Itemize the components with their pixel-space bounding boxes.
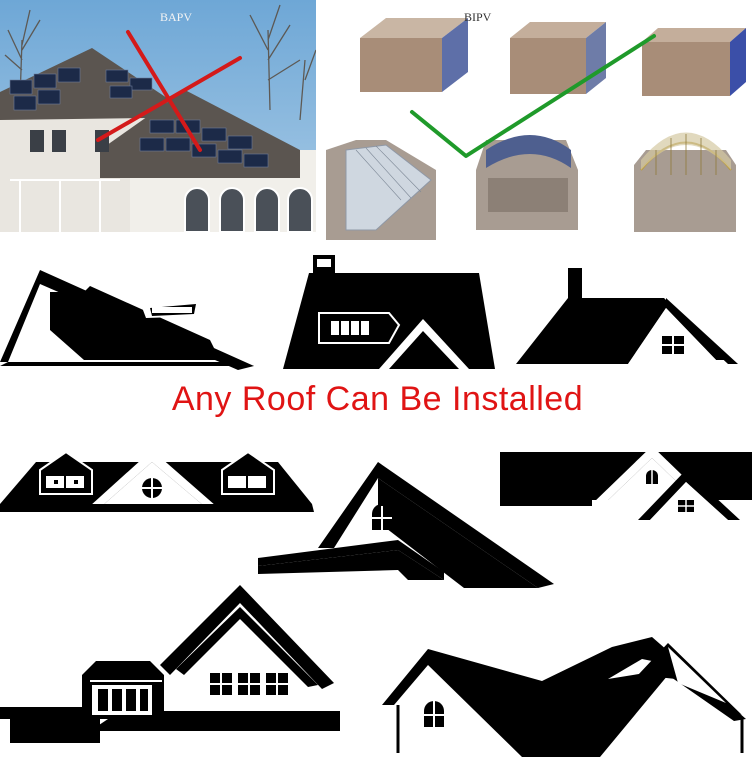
bipv-structure-2 [476,135,578,230]
bipv-box-2 [510,22,606,94]
roof-cross-gable-icon [500,446,752,520]
bipv-box-3 [642,28,746,96]
reject-x-mark [96,30,242,152]
bipv-structures-illustration [326,18,746,240]
bapv-house-illustration [0,0,316,232]
roof-complex-hip-icon [382,637,746,757]
bipv-box-1 [360,18,468,92]
bipv-label: BIPV [464,10,492,24]
roof-hip-dual-dormer-icon [0,450,314,512]
roof-two-story-gable-icon [0,585,340,743]
roof-front-gable-porch-icon [258,462,554,588]
approve-check-mark [410,34,656,158]
roof-gable-dormer-icon [0,270,254,370]
roof-hip-chimney-icon [283,255,495,369]
bapv-photo [0,0,316,232]
bapv-label: BAPV [160,10,193,24]
roof-gable-chimney-icon [516,268,738,364]
bipv-diagram [316,0,755,250]
bipv-structure-1 [326,140,436,240]
headline: Any Roof Can Be Installed [171,380,584,418]
bipv-structure-3 [634,132,736,232]
